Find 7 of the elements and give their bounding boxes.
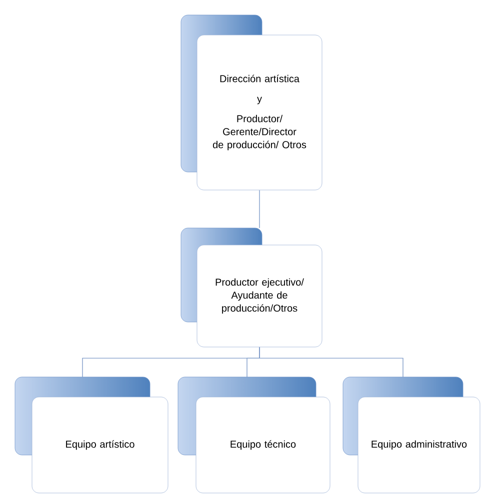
process-box: Equipo técnico bbox=[178, 376, 330, 494]
process-box: Productor ejecutivo/ Ayudante de producción/Otros bbox=[180, 228, 322, 348]
process-box: Dirección artística y Productor/ Gerente/Director de producción/ Otros bbox=[180, 14, 322, 190]
connector-line bbox=[259, 190, 260, 228]
process-box: Equipo artístico bbox=[14, 376, 168, 494]
process-box: Equipo administrativo bbox=[342, 376, 480, 494]
connector-line bbox=[259, 346, 404, 378]
